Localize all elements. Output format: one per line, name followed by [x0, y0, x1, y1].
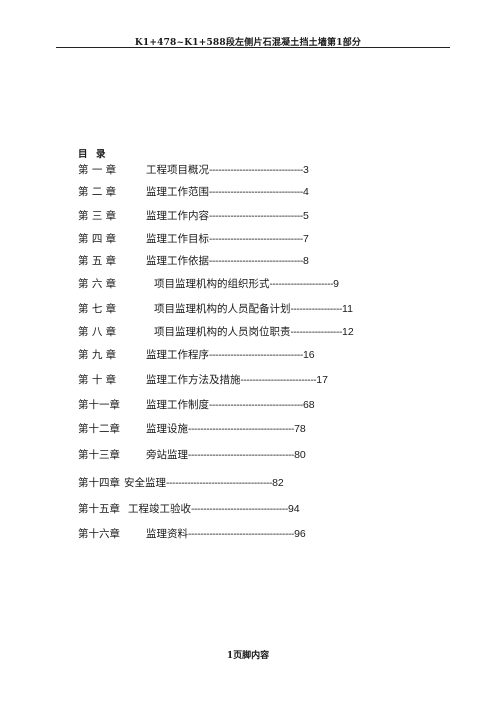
toc-leader-dashes: ------------------------------- [209, 211, 303, 222]
toc-chapter-title: 项目监理机构的人员岗位职责 [154, 326, 291, 338]
toc-page-number: 78 [294, 423, 306, 435]
page-footer: 1页脚内容 [226, 651, 270, 661]
toc-chapter-number: 第 三 章 [78, 210, 117, 222]
toc-chapter-number: 第十三章 [78, 449, 120, 461]
toc-entry[interactable]: 第 一 章 工程项目概况-----------------------------… [78, 162, 309, 178]
toc-chapter-number: 第 五 章 [78, 255, 117, 267]
toc-chapter-number: 第 七 章 [78, 303, 117, 315]
toc-chapter-title: 监理设施 [146, 423, 188, 435]
toc-page-number: 4 [302, 186, 309, 198]
toc-leader-dashes: ------------------------------- [209, 256, 303, 267]
toc-leader-dashes: ----------------- [290, 327, 343, 338]
toc-chapter-title: 工程竣工验收 [128, 503, 191, 515]
toc-leader-dashes: ------------------------- [240, 375, 317, 386]
toc-page-number: 8 [302, 255, 309, 267]
toc-leader-dashes: ----------------------------------- [188, 450, 295, 461]
toc-entry[interactable]: 第 十 章 监理工作方法及措施-------------------------1… [78, 372, 328, 388]
toc-leader-dashes: ------------------------------- [209, 187, 303, 198]
toc-heading-char-2: 录 [96, 149, 106, 160]
toc-chapter-title: 监理工作程序 [146, 349, 209, 361]
toc-entry[interactable]: 第十三章 旁站监理--------------------------------… [78, 447, 306, 463]
toc-chapter-title: 监理工作目标 [146, 233, 209, 245]
toc-chapter-title: 监理资料 [146, 528, 188, 540]
toc-chapter-number: 第 九 章 [78, 349, 117, 361]
toc-heading: 目录 [78, 146, 106, 160]
toc-page-number: 12 [342, 326, 354, 338]
toc-leader-dashes: ----------------------------------- [188, 529, 295, 540]
toc-leader-dashes: -------------------------------- [191, 504, 288, 515]
toc-page-number: 96 [294, 528, 306, 540]
toc-page-number: 9 [333, 278, 339, 290]
toc-page-number: 68 [302, 399, 315, 411]
toc-leader-dashes: ------------------------------- [209, 165, 303, 176]
toc-chapter-title: 监理工作内容 [146, 210, 209, 222]
toc-entry[interactable]: 第十六章 监理资料--------------------------------… [78, 526, 306, 542]
toc-entry[interactable]: 第十四章安全监理--------------------------------… [78, 475, 284, 491]
toc-leader-dashes: --------------------- [269, 279, 334, 290]
toc-page-number: 11 [342, 303, 353, 315]
toc-chapter-title: 监理工作依据 [146, 255, 209, 267]
toc-page-number: 82 [272, 477, 284, 489]
toc-leader-dashes: ----------------------------------- [188, 424, 295, 435]
page-header-title: K1+478~K1+588段左侧片石混凝土挡土墙第1部分 [134, 38, 362, 48]
toc-page-number: 7 [302, 233, 309, 245]
toc-leader-dashes: ------------------------------- [209, 400, 303, 411]
toc-entry[interactable]: 第 三 章 监理工作内容-----------------------------… [78, 208, 309, 224]
toc-leader-dashes: ----------------------------------- [166, 478, 273, 489]
toc-chapter-number: 第十五章 [78, 503, 120, 515]
toc-chapter-title: 项目监理机构的组织形式 [154, 278, 270, 290]
toc-chapter-number: 第 十 章 [78, 374, 117, 386]
toc-entry[interactable]: 第 四 章 监理工作目标-----------------------------… [78, 231, 309, 247]
toc-entry[interactable]: 第 五 章 监理工作依据-----------------------------… [78, 253, 309, 269]
toc-leader-dashes: ----------------- [290, 304, 343, 315]
toc-chapter-title: 监理工作制度 [146, 399, 209, 411]
toc-chapter-title: 监理工作范围 [146, 186, 209, 198]
toc-page-number: 94 [287, 503, 300, 515]
toc-chapter-title: 项目监理机构的人员配备计划 [154, 303, 291, 315]
toc-entry[interactable]: 第 九 章 监理工作程序-----------------------------… [78, 347, 315, 363]
toc-page-number: 3 [302, 164, 309, 176]
toc-entry[interactable]: 第 八 章 项目监理机构的人员岗位职责-----------------12 [78, 324, 354, 340]
toc-page-number: 80 [294, 449, 306, 461]
toc-chapter-number: 第 一 章 [78, 164, 117, 176]
header-divider [56, 47, 450, 48]
toc-chapter-title: 工程项目概况 [146, 164, 209, 176]
toc-chapter-title: 监理工作方法及措施 [146, 374, 241, 386]
toc-chapter-number: 第 二 章 [78, 186, 117, 198]
toc-chapter-number: 第十二章 [78, 423, 120, 435]
toc-chapter-number: 第 八 章 [78, 326, 117, 338]
toc-leader-dashes: ------------------------------- [209, 350, 303, 361]
toc-chapter-title: 安全监理 [124, 477, 166, 489]
toc-entry[interactable]: 第十一章 监理工作制度------------------------------… [78, 397, 315, 413]
toc-heading-char-1: 目 [78, 149, 88, 160]
toc-entry[interactable]: 第 六 章 项目监理机构的组织形式---------------------9 [78, 276, 339, 292]
toc-page-number: 16 [302, 349, 315, 361]
toc-entry[interactable]: 第 七 章 项目监理机构的人员配备计划-----------------11 [78, 301, 353, 317]
toc-entry[interactable]: 第十二章 监理设施--------------------------------… [78, 421, 306, 437]
toc-page-number: 17 [316, 374, 328, 386]
toc-chapter-number: 第 四 章 [78, 233, 117, 245]
toc-chapter-number: 第 六 章 [78, 278, 117, 290]
toc-chapter-number: 第十六章 [78, 528, 120, 540]
toc-entry[interactable]: 第十五章工程竣工验收------------------------------… [78, 501, 300, 517]
toc-page-number: 5 [302, 210, 309, 222]
toc-chapter-number: 第十四章 [78, 477, 120, 489]
toc-chapter-title: 旁站监理 [146, 449, 188, 461]
toc-chapter-number: 第十一章 [78, 399, 120, 411]
toc-entry[interactable]: 第 二 章 监理工作范围-----------------------------… [78, 184, 309, 200]
toc-leader-dashes: ------------------------------- [209, 234, 303, 245]
